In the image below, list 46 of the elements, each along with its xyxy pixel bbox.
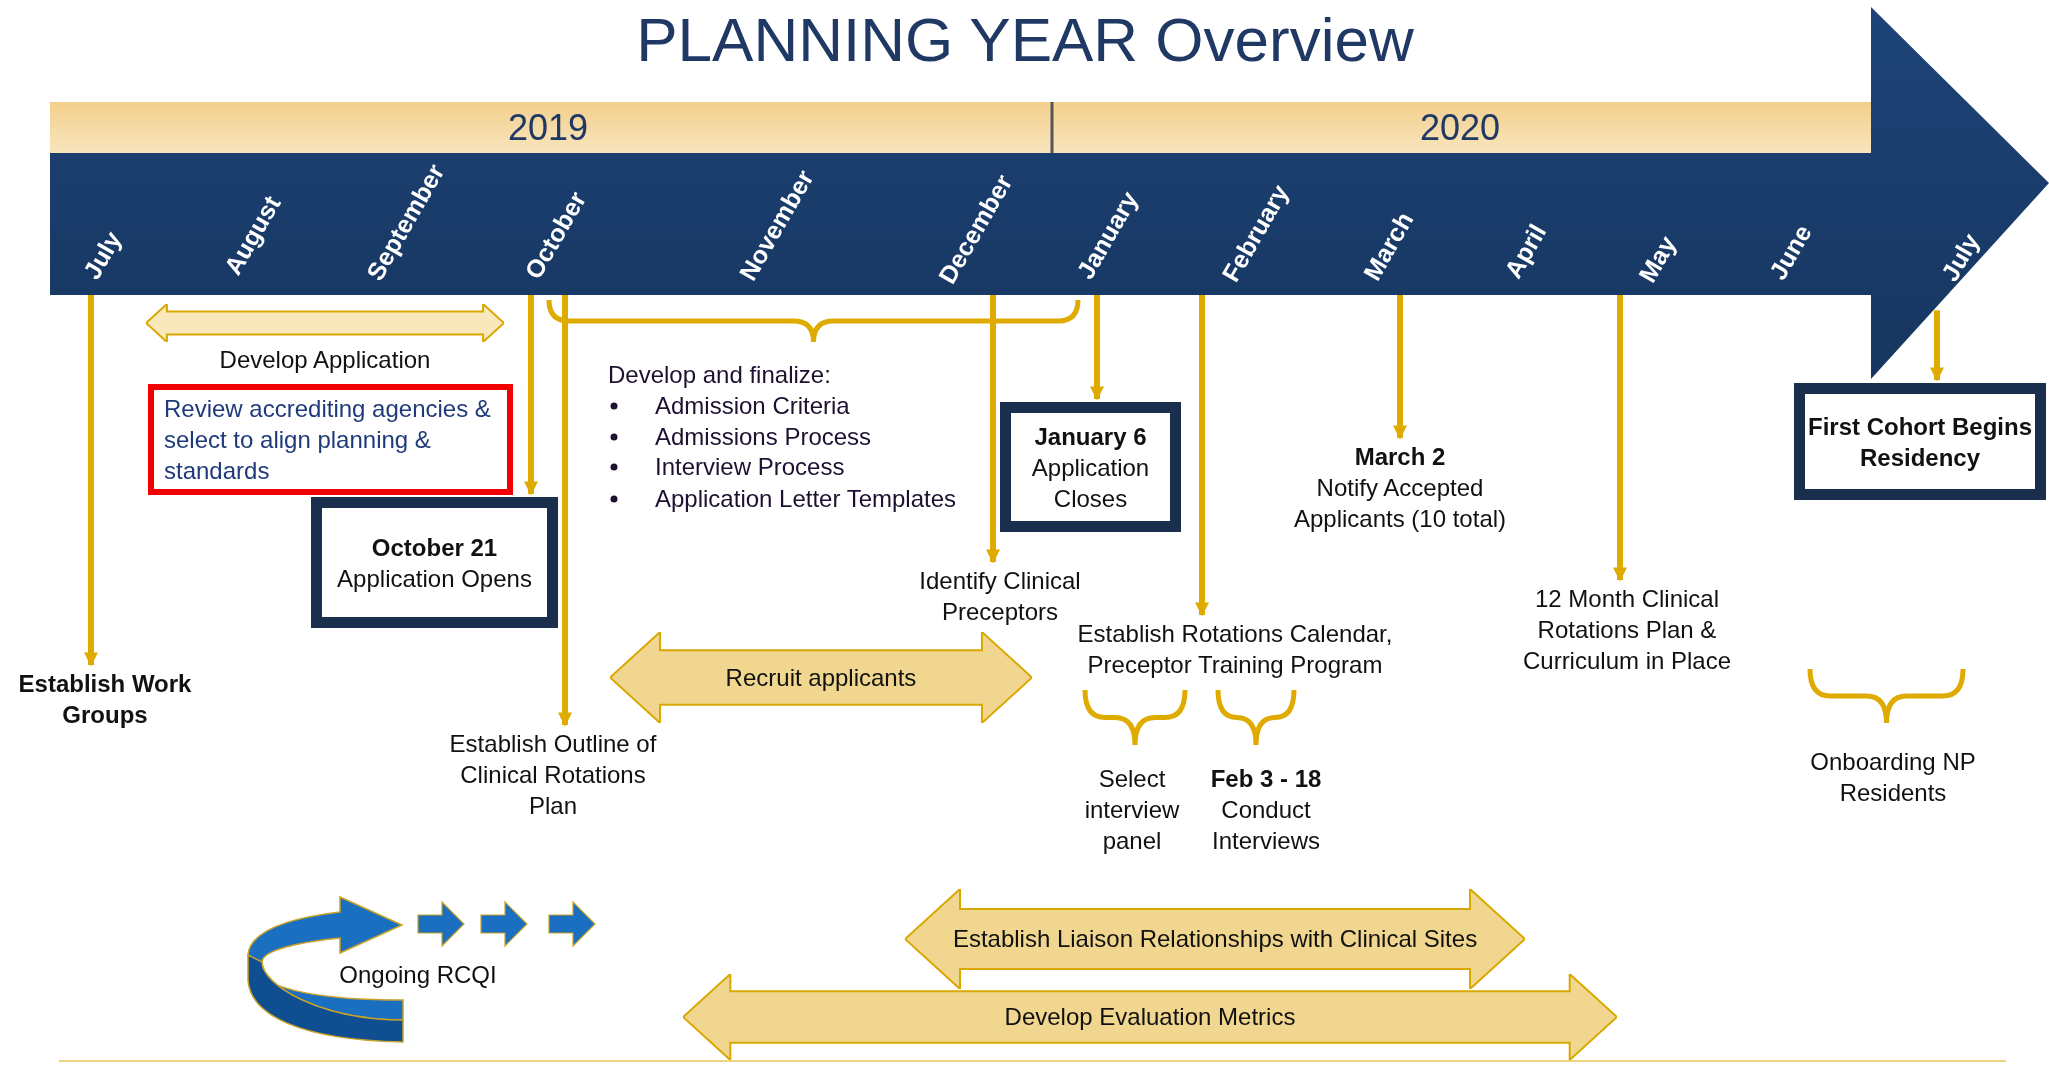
year-label: 2020	[1418, 106, 1502, 150]
double-arrow	[146, 304, 504, 374]
highlighted-box	[148, 384, 513, 495]
sub-step-label: Conduct Interviews	[1210, 795, 1321, 856]
arrow	[1613, 295, 1627, 582]
list-heading: Develop and finalize:	[608, 360, 832, 390]
arrow	[1930, 310, 1944, 382]
sub-step-date: Feb 3 - 18	[1209, 764, 1323, 794]
arrow-label: Establish Liaison Relationships with Clinical Sites	[951, 924, 1479, 954]
milestone-date: October 21	[370, 532, 499, 563]
milestone-label: Establish Work Groups	[5, 668, 205, 734]
milestone-label: Establish Outline of Clinical Rotations Plan	[443, 728, 663, 828]
double-arrow	[683, 974, 1617, 1060]
arrow	[84, 295, 98, 667]
list-item: Application Letter Templates	[655, 484, 958, 514]
list-item: Admission Criteria	[655, 391, 851, 421]
box-text: Review accrediting agencies & select to align planning & standards	[164, 394, 492, 486]
milestone-box	[311, 497, 558, 628]
sub-step-label: Onboarding NP Residents	[1809, 747, 1977, 808]
arrow	[1090, 295, 1104, 401]
list-item: Admissions Process	[655, 422, 873, 452]
list-item: Interview Process	[655, 452, 846, 482]
milestone-label: Notify Accepted Applicants (10 total)	[1292, 473, 1508, 534]
arrow	[558, 295, 572, 727]
milestone-label: 12 Month Clinical Rotations Plan & Curriculum in Place	[1512, 583, 1742, 709]
arrow-label: Develop Application	[218, 345, 432, 375]
arrow	[524, 295, 538, 496]
double-arrow	[905, 889, 1525, 989]
milestone-date: January 6	[1033, 421, 1148, 452]
milestone-date: March 2	[1353, 442, 1447, 472]
arrow	[986, 295, 1000, 564]
double-arrow	[610, 632, 1032, 723]
milestone-box	[1000, 402, 1181, 532]
arrow	[1393, 295, 1407, 440]
year-label: 2019	[506, 106, 590, 150]
arrow-label: Recruit applicants	[724, 662, 918, 693]
title: PLANNING YEAR Overview	[635, 4, 1415, 76]
arrow-label: Develop Evaluation Metrics	[1003, 1002, 1297, 1032]
box-text: Application Opens	[336, 563, 533, 594]
cycle-label: Ongoing RCQI	[338, 960, 498, 990]
arrow	[1195, 295, 1209, 617]
sub-step-label: Select interview panel	[1083, 764, 1181, 856]
milestone-label: Establish Rotations Calendar, Preceptor Training Program	[1062, 618, 1408, 684]
box-text: Application Closes	[1030, 452, 1151, 514]
milestone-date: First Cohort Begins Residency	[1807, 411, 2033, 473]
milestone-box	[1794, 383, 2046, 500]
